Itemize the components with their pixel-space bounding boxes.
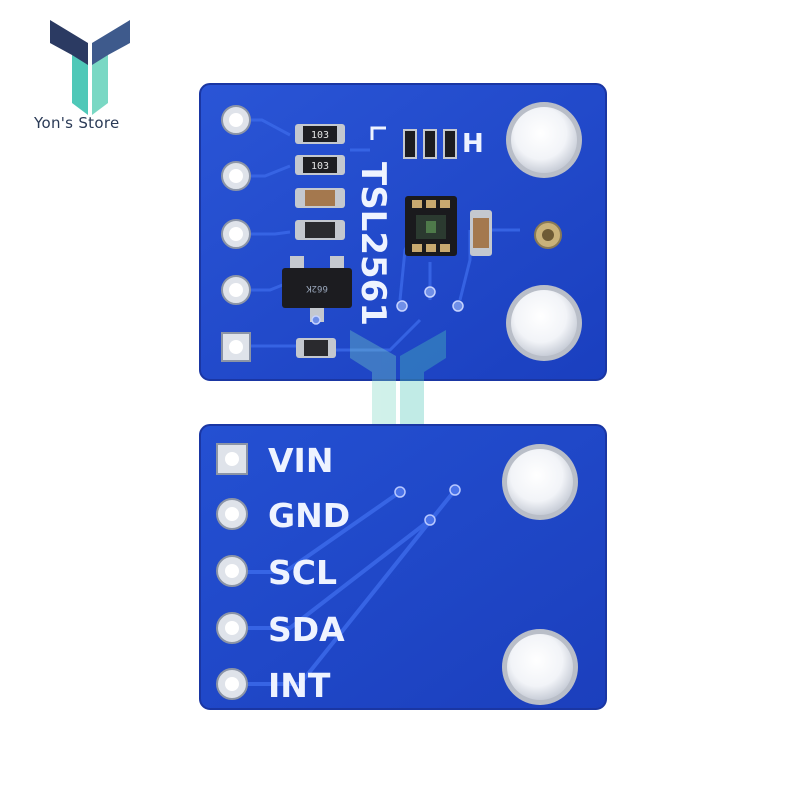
pin-label-int: INT (268, 666, 331, 705)
voltage-regulator: 662K (282, 256, 352, 322)
resistor-r1: 103 (295, 124, 345, 144)
pin-label-gnd: GND (268, 496, 350, 535)
store-name: Yon's Store (34, 114, 120, 132)
jumper-label: H (462, 129, 484, 159)
resistor-code-1: 103 (311, 130, 329, 141)
light-sensor-chip (405, 196, 457, 256)
address-jumper (403, 129, 457, 159)
chip-label: TSL2561 (353, 162, 393, 326)
pcb-bottom-side: VIN GND SCL SDA INT (199, 424, 607, 710)
pin-label-sda: SDA (268, 610, 345, 649)
pin-label-vin: VIN (268, 441, 333, 480)
mounting-holes-bottom (502, 444, 578, 705)
pin-label-scl: SCL (268, 553, 337, 592)
header-pads-bottom (216, 443, 248, 700)
header-pads-top (221, 105, 251, 362)
pcb-top-side: 103 103 662K (199, 83, 607, 381)
store-logo-icon (50, 20, 130, 115)
resistor-r2: 103 (295, 155, 345, 175)
resistor-code-2: 103 (311, 161, 329, 172)
regulator-marking: 662K (306, 283, 328, 293)
mounting-holes-top (506, 102, 582, 361)
capacitors-left (295, 188, 345, 240)
